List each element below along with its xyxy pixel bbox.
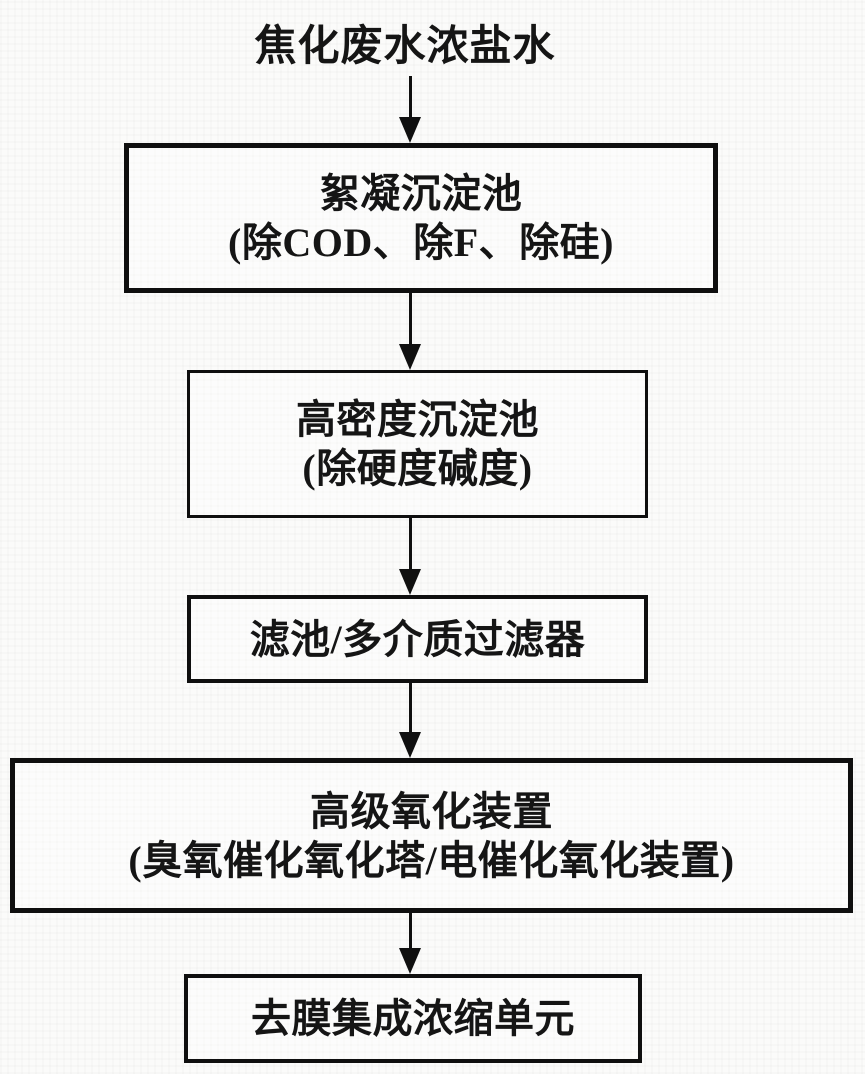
arrowhead-down-icon [399,117,421,143]
flow-box-flocculation-sedimentation-tank: 絮凝沉淀池 (除COD、除F、除硅) [124,143,718,293]
arrowhead-down-icon [399,344,421,370]
arrow-shaft [408,683,412,732]
box-title: 絮凝沉淀池 [319,171,523,216]
flow-arrow-source-to-flocculation [398,76,422,143]
arrow-shaft [408,913,412,948]
flow-arrow-high-density-to-filter [398,518,422,595]
box-title: 高密度沉淀池 [296,397,539,442]
arrowhead-down-icon [399,948,421,974]
arrow-shaft [408,518,412,569]
source-stream-label: 焦化废水浓盐水 [254,24,556,70]
box-subtitle: (除COD、除F、除硅) [228,220,614,265]
arrow-shaft [408,76,412,117]
box-subtitle: (臭氧催化氧化塔/电催化氧化装置) [128,837,735,883]
flow-box-high-density-sedimentation-tank: 高密度沉淀池 (除硬度碱度) [187,370,648,518]
flow-arrow-filter-to-advanced-oxidation [398,683,422,758]
arrowhead-down-icon [399,732,421,758]
box-title: 高级氧化装置 [310,788,553,834]
arrow-shaft [408,292,412,344]
flow-box-filter-tank-multimedia-filter: 滤池/多介质过滤器 [187,595,648,683]
flow-box-membrane-integrated-concentration-unit: 去膜集成浓缩单元 [184,974,642,1063]
box-title: 滤池/多介质过滤器 [249,616,586,662]
flow-arrow-advanced-oxidation-to-membrane [398,913,422,974]
flow-arrow-flocculation-to-high-density [398,292,422,370]
arrowhead-down-icon [399,569,421,595]
box-subtitle: (除硬度碱度) [302,446,533,491]
box-title: 去膜集成浓缩单元 [251,996,575,1041]
flow-box-advanced-oxidation-unit: 高级氧化装置 (臭氧催化氧化塔/电催化氧化装置) [10,758,853,913]
